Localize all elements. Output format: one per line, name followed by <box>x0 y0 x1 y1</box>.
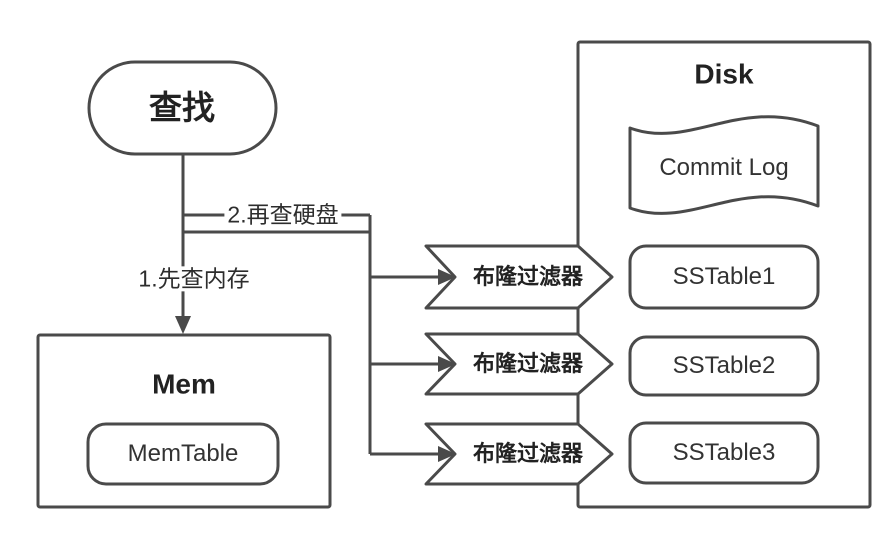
memtable-label: MemTable <box>127 439 239 467</box>
disk-box-title: Disk <box>694 58 754 90</box>
arrowhead-to-bloom1 <box>438 269 456 285</box>
arrowheads <box>175 269 456 462</box>
memtable-node <box>86 422 280 486</box>
bloom-filter3-label: 布隆过滤器 <box>472 440 584 466</box>
bloom-filter1-shape <box>424 244 614 310</box>
sstable3-label: SSTable3 <box>672 438 776 466</box>
bloom-filter2-label: 布隆过滤器 <box>472 350 584 376</box>
sstable1-node <box>628 244 820 310</box>
connector-lines <box>181 154 440 456</box>
sstable3-node <box>628 421 820 485</box>
sstable2-node <box>628 335 820 397</box>
bloom-filter2-shape <box>424 332 614 396</box>
commit-log-shape <box>628 115 820 215</box>
arrowhead-to-bloom2 <box>438 356 456 372</box>
edge-label-check-disk: 2.再查硬盘 <box>224 202 342 228</box>
start-node-label: 查找 <box>149 88 215 126</box>
mem-box <box>36 333 332 509</box>
edge-label-check-memory: 1.先查内存 <box>135 266 253 292</box>
bloom-filter3-shape <box>424 422 614 486</box>
sstable2-label: SSTable2 <box>672 351 776 379</box>
arrowhead-to-mem <box>175 316 191 334</box>
bloom-filter1-label: 布隆过滤器 <box>472 263 584 289</box>
sstable1-label: SSTable1 <box>672 262 776 290</box>
mem-box-title: Mem <box>152 368 216 400</box>
commit-log-label: Commit Log <box>659 153 789 181</box>
arrowhead-to-bloom3 <box>438 446 456 462</box>
